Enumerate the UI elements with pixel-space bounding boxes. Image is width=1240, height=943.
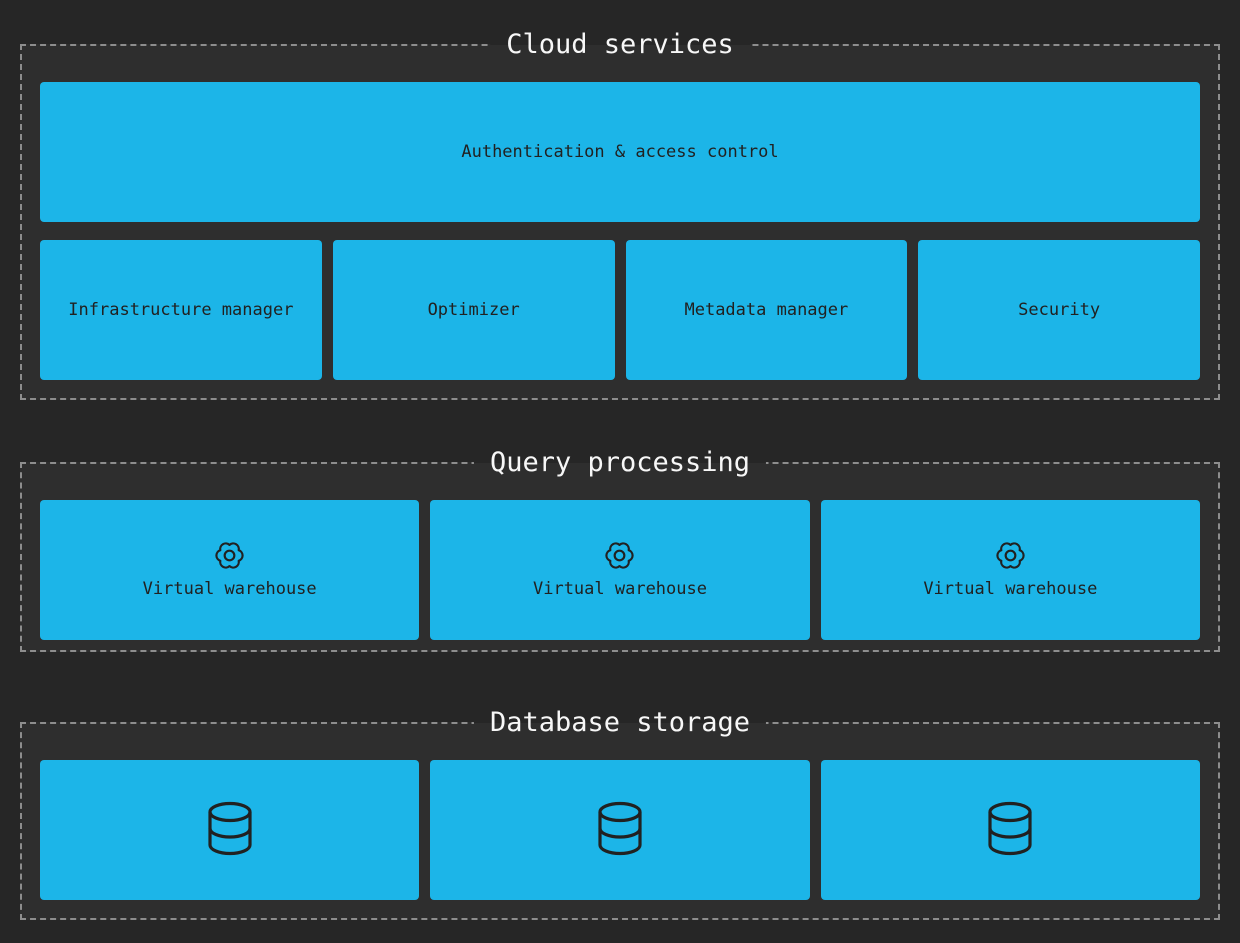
node-infrastructure-manager: Infrastructure manager <box>40 240 322 380</box>
node-label: Virtual warehouse <box>532 579 707 599</box>
node-label: Optimizer <box>427 300 520 320</box>
section-title-cloud-services: Cloud services <box>490 28 750 62</box>
node-security: Security <box>918 240 1200 380</box>
node-virtual-warehouse: Virtual warehouse <box>430 500 810 640</box>
node-authentication-access-control: Authentication & access control <box>40 82 1200 222</box>
node-database <box>820 760 1200 900</box>
database-icon <box>596 801 644 859</box>
gear-icon <box>605 541 635 570</box>
node-label: Security <box>1018 300 1101 320</box>
architecture-diagram: Cloud services Authentication & access c… <box>0 28 1240 920</box>
node-optimizer: Optimizer <box>332 240 615 380</box>
query-processing-row: Virtual warehouse Virtual warehouse Virt… <box>40 500 1200 640</box>
node-database <box>430 760 810 900</box>
database-icon <box>986 801 1034 859</box>
section-cloud-services: Cloud services Authentication & access c… <box>20 28 1220 400</box>
gear-icon <box>996 541 1025 570</box>
gear-icon <box>215 541 244 570</box>
node-label: Infrastructure manager <box>68 300 294 320</box>
database-storage-row <box>40 760 1200 900</box>
node-metadata-manager: Metadata manager <box>625 240 908 380</box>
node-label: Metadata manager <box>684 300 849 320</box>
cloud-services-row: Infrastructure manager Optimizer Metadat… <box>40 240 1200 380</box>
node-label: Virtual warehouse <box>142 579 317 599</box>
section-database-storage: Database storage <box>20 706 1220 920</box>
node-virtual-warehouse: Virtual warehouse <box>40 500 420 640</box>
node-label: Virtual warehouse <box>923 579 1098 599</box>
node-database <box>40 760 420 900</box>
database-icon <box>206 801 254 859</box>
node-virtual-warehouse: Virtual warehouse <box>820 500 1200 640</box>
section-title-query-processing: Query processing <box>473 446 767 480</box>
section-query-processing: Query processing Virtual warehouse Virtu… <box>20 446 1220 652</box>
node-label: Authentication & access control <box>461 142 779 162</box>
section-title-database-storage: Database storage <box>473 706 767 740</box>
